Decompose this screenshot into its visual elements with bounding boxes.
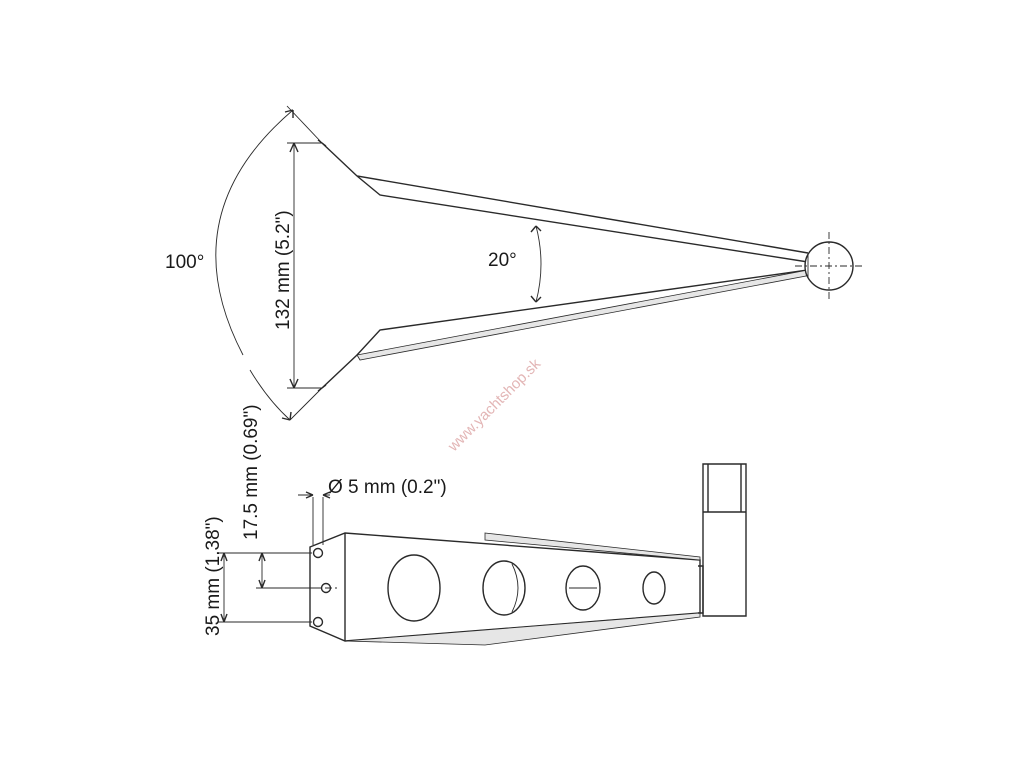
total-height-dimension [218,552,312,623]
hole-diameter-label: Ø 5 mm (0.2") [328,477,447,498]
mounting-hole-bottom [312,616,324,628]
total-height-label: 35 mm (1.38") [203,516,224,636]
mounting-hole-top [312,547,324,559]
hole-diameter-dimension [298,494,330,545]
lower-arm [321,269,809,389]
tube-socket [702,463,747,617]
top-view: 100° 20° 132 mm (5.2") [165,105,863,421]
angle-20-arc [535,225,542,303]
lightening-hole-4 [642,571,666,605]
height-132-dimension [287,142,322,389]
angle-100-arc [215,109,294,421]
side-view: Ø 5 mm (0.2") 17.5 mm (0.69") 35 mm (1.3… [203,404,747,646]
lightening-hole-2 [482,560,526,616]
hole-spacing-dimension [256,552,320,589]
lightening-hole-1 [387,554,441,622]
angle-100-label: 100° [165,252,204,273]
angle-20-label: 20° [488,250,517,271]
watermark: www.yachtshop.sk [444,355,544,455]
height-132-label: 132 mm (5.2") [273,210,294,330]
hole-spacing-label: 17.5 mm (0.69") [241,404,262,540]
upper-arm [321,142,809,263]
